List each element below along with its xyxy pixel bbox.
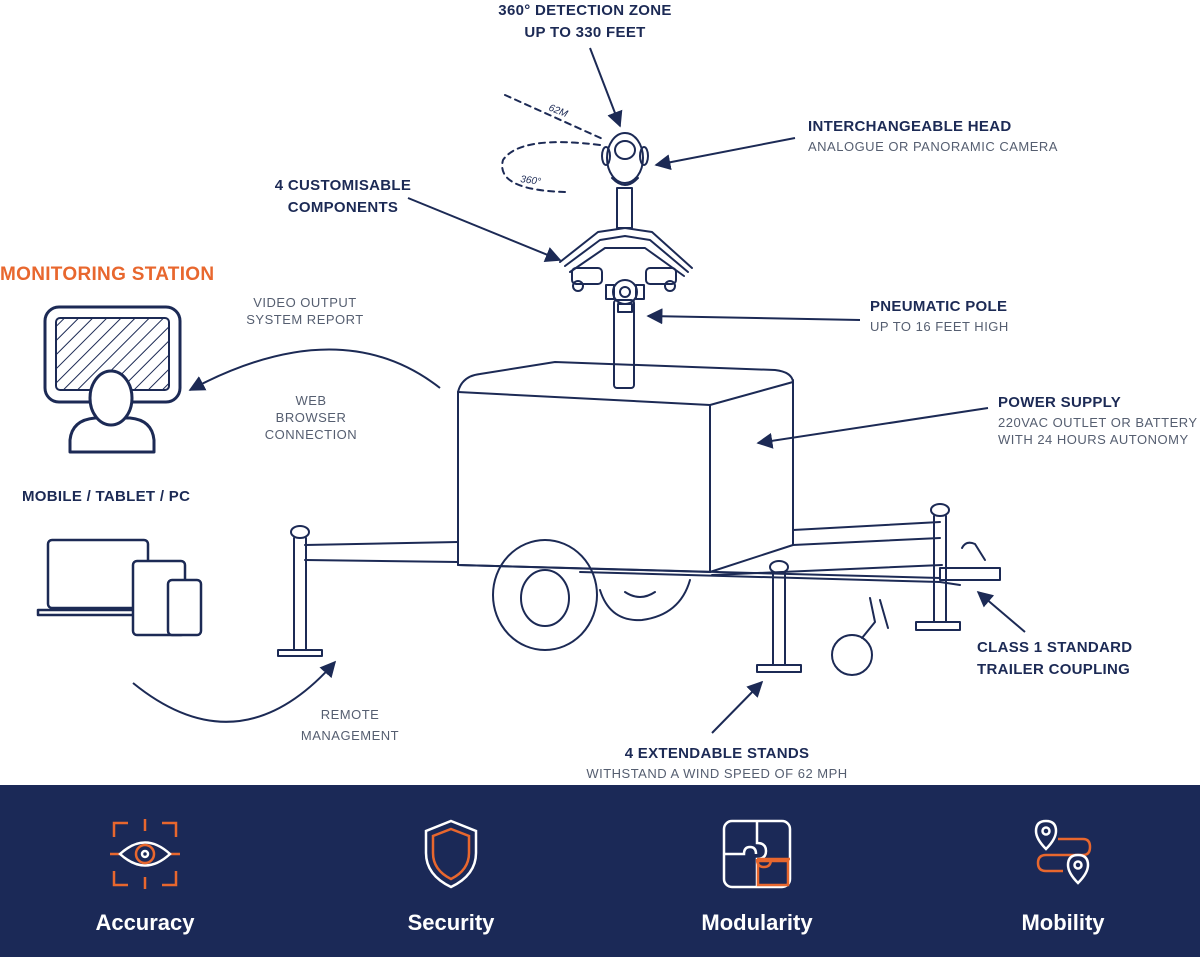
feature-accuracy: Accuracy: [25, 785, 265, 957]
power-title: POWER SUPPLY: [998, 394, 1122, 411]
coupling-label: CLASS 1 STANDARD TRAILER COUPLING: [977, 637, 1132, 681]
arrow-remote: [132, 660, 337, 723]
monitoring-station-title: MONITORING STATION: [0, 264, 215, 285]
pole-label: PNEUMATIC POLE UP TO 16 FEET HIGH: [870, 296, 1009, 335]
rotation-indicator: [501, 94, 606, 193]
devices-icon: [36, 538, 203, 637]
surveillance-trailer-illustration: 62M 360°: [36, 47, 1026, 734]
features-bar: Accuracy Security Modularity Mobility: [0, 785, 1200, 957]
pole-title: PNEUMATIC POLE: [870, 298, 1008, 315]
stands-title: 4 EXTENDABLE STANDS: [624, 745, 810, 762]
power-sub1: 220VAC OUTLET OR BATTERY: [998, 415, 1198, 430]
feature-modularity: Modularity: [637, 785, 877, 957]
web-browser-line3: CONNECTION: [264, 427, 358, 442]
trailer-box: [457, 361, 794, 573]
web-browser-line2: BROWSER: [275, 410, 347, 425]
camera-head: [601, 132, 649, 186]
components-line2: COMPONENTS: [287, 199, 399, 216]
feature-security: Security: [331, 785, 571, 957]
target-eye-icon: [110, 819, 180, 889]
remote-label: REMOTE MANAGEMENT: [290, 704, 410, 746]
web-browser-line1: WEB: [295, 393, 327, 408]
power-sub2: WITH 24 HOURS AUTONOMY: [998, 432, 1189, 447]
arrow-components: [407, 197, 562, 262]
angle-62-label: 62M: [547, 103, 570, 121]
arrow-power: [756, 407, 989, 449]
detection-zone-line2: UP TO 330 FEET: [524, 24, 646, 41]
video-output-line2: SYSTEM REPORT: [246, 312, 364, 327]
devices-label: MOBILE / TABLET / PC: [22, 488, 191, 505]
shield-icon: [424, 819, 478, 889]
arrow-head: [654, 137, 796, 171]
head-title: INTERCHANGEABLE HEAD: [808, 118, 1012, 135]
route-pins-icon: [1034, 819, 1092, 885]
remote-line1: REMOTE: [320, 707, 380, 722]
coupling-line2: TRAILER COUPLING: [977, 661, 1131, 678]
arrow-detection: [589, 47, 623, 128]
monitoring-station-icon: [43, 305, 182, 454]
detection-zone-line1: 360° DETECTION ZONE: [498, 2, 672, 19]
stands-sub: WITHSTAND A WIND SPEED OF 62 MPH: [586, 766, 848, 781]
arrow-pole: [646, 308, 861, 325]
components-label: 4 CUSTOMISABLE COMPONENTS: [248, 175, 438, 219]
feature-label: Mobility: [1021, 910, 1105, 935]
pole-sub: UP TO 16 FEET HIGH: [870, 319, 1009, 334]
video-output-line1: VIDEO OUTPUT: [253, 295, 357, 310]
head-label: INTERCHANGEABLE HEAD ANALOGUE OR PANORAM…: [808, 116, 1058, 155]
web-browser-label: WEB BROWSER CONNECTION: [250, 392, 372, 443]
video-output-label: VIDEO OUTPUT SYSTEM REPORT: [235, 294, 375, 328]
feature-label: Modularity: [701, 910, 813, 935]
head-sub: ANALOGUE OR PANORAMIC CAMERA: [808, 139, 1058, 154]
stands: [277, 503, 961, 673]
remote-line2: MANAGEMENT: [300, 728, 400, 743]
arrow-stands: [711, 680, 764, 734]
arrow-video: [188, 348, 441, 391]
feature-label: Accuracy: [95, 910, 195, 935]
stands-label: 4 EXTENDABLE STANDS WITHSTAND A WIND SPE…: [567, 743, 867, 782]
components-line1: 4 CUSTOMISABLE: [274, 177, 412, 194]
power-label: POWER SUPPLY 220VAC OUTLET OR BATTERY WI…: [998, 392, 1198, 448]
feature-label: Security: [407, 910, 495, 935]
arrow-coupling: [976, 590, 1026, 633]
wheels: [492, 539, 889, 676]
puzzle-icon: [722, 819, 792, 889]
trailer-chassis: [304, 521, 1001, 586]
detection-zone-label: 360° DETECTION ZONE UP TO 330 FEET: [470, 0, 700, 44]
components-canopy: [559, 227, 693, 313]
feature-mobility: Mobility: [943, 785, 1183, 957]
coupling-line1: CLASS 1 STANDARD: [977, 639, 1133, 656]
angle-360-label: 360°: [520, 174, 542, 188]
